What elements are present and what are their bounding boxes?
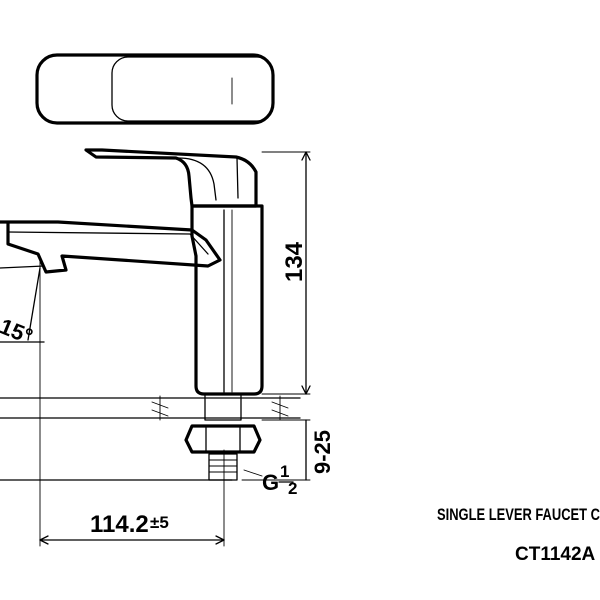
top-view-outline xyxy=(35,53,275,125)
counter-break-right xyxy=(271,395,289,421)
spout-outline xyxy=(0,220,222,274)
model-code: CT1142A xyxy=(515,544,596,565)
lever-outline xyxy=(84,148,258,208)
spout-inner-line xyxy=(7,231,209,255)
top-view-lever-outline xyxy=(111,56,274,122)
height-extension-lines xyxy=(261,151,311,395)
depth-arrows xyxy=(39,535,225,545)
lever-inner-line xyxy=(175,157,217,201)
angle-line xyxy=(27,267,41,341)
depth-extension-lines xyxy=(39,259,225,547)
spout-aerator-line xyxy=(0,265,45,269)
shank-upper xyxy=(204,393,242,421)
height-arrows xyxy=(301,151,311,395)
thread-lines xyxy=(208,459,238,473)
connection-hose-end xyxy=(208,453,238,481)
thread-range-label: 9-25 xyxy=(310,430,335,474)
dimension-lines xyxy=(0,151,311,547)
thread-size-denominator: 2 xyxy=(288,479,297,498)
thread-size-prefix: G xyxy=(262,470,279,495)
product-name: SINGLE LEVER FAUCET C xyxy=(437,505,600,524)
tolerance-label: ±5 xyxy=(150,513,169,532)
body-outline xyxy=(190,204,264,396)
mounting-nut-faces xyxy=(205,425,241,453)
faucet-side-view xyxy=(0,148,301,481)
top-view xyxy=(35,53,275,125)
depth-label: 114.2 xyxy=(90,511,149,538)
thread-leader-line xyxy=(243,469,263,477)
counter-break-left xyxy=(151,395,169,421)
thread-extension-lines xyxy=(241,419,311,481)
thread-size-numerator: 1 xyxy=(280,462,289,481)
height-label: 134 xyxy=(281,241,308,282)
lever-edge-line xyxy=(236,157,239,199)
mounting-nut xyxy=(184,424,262,454)
